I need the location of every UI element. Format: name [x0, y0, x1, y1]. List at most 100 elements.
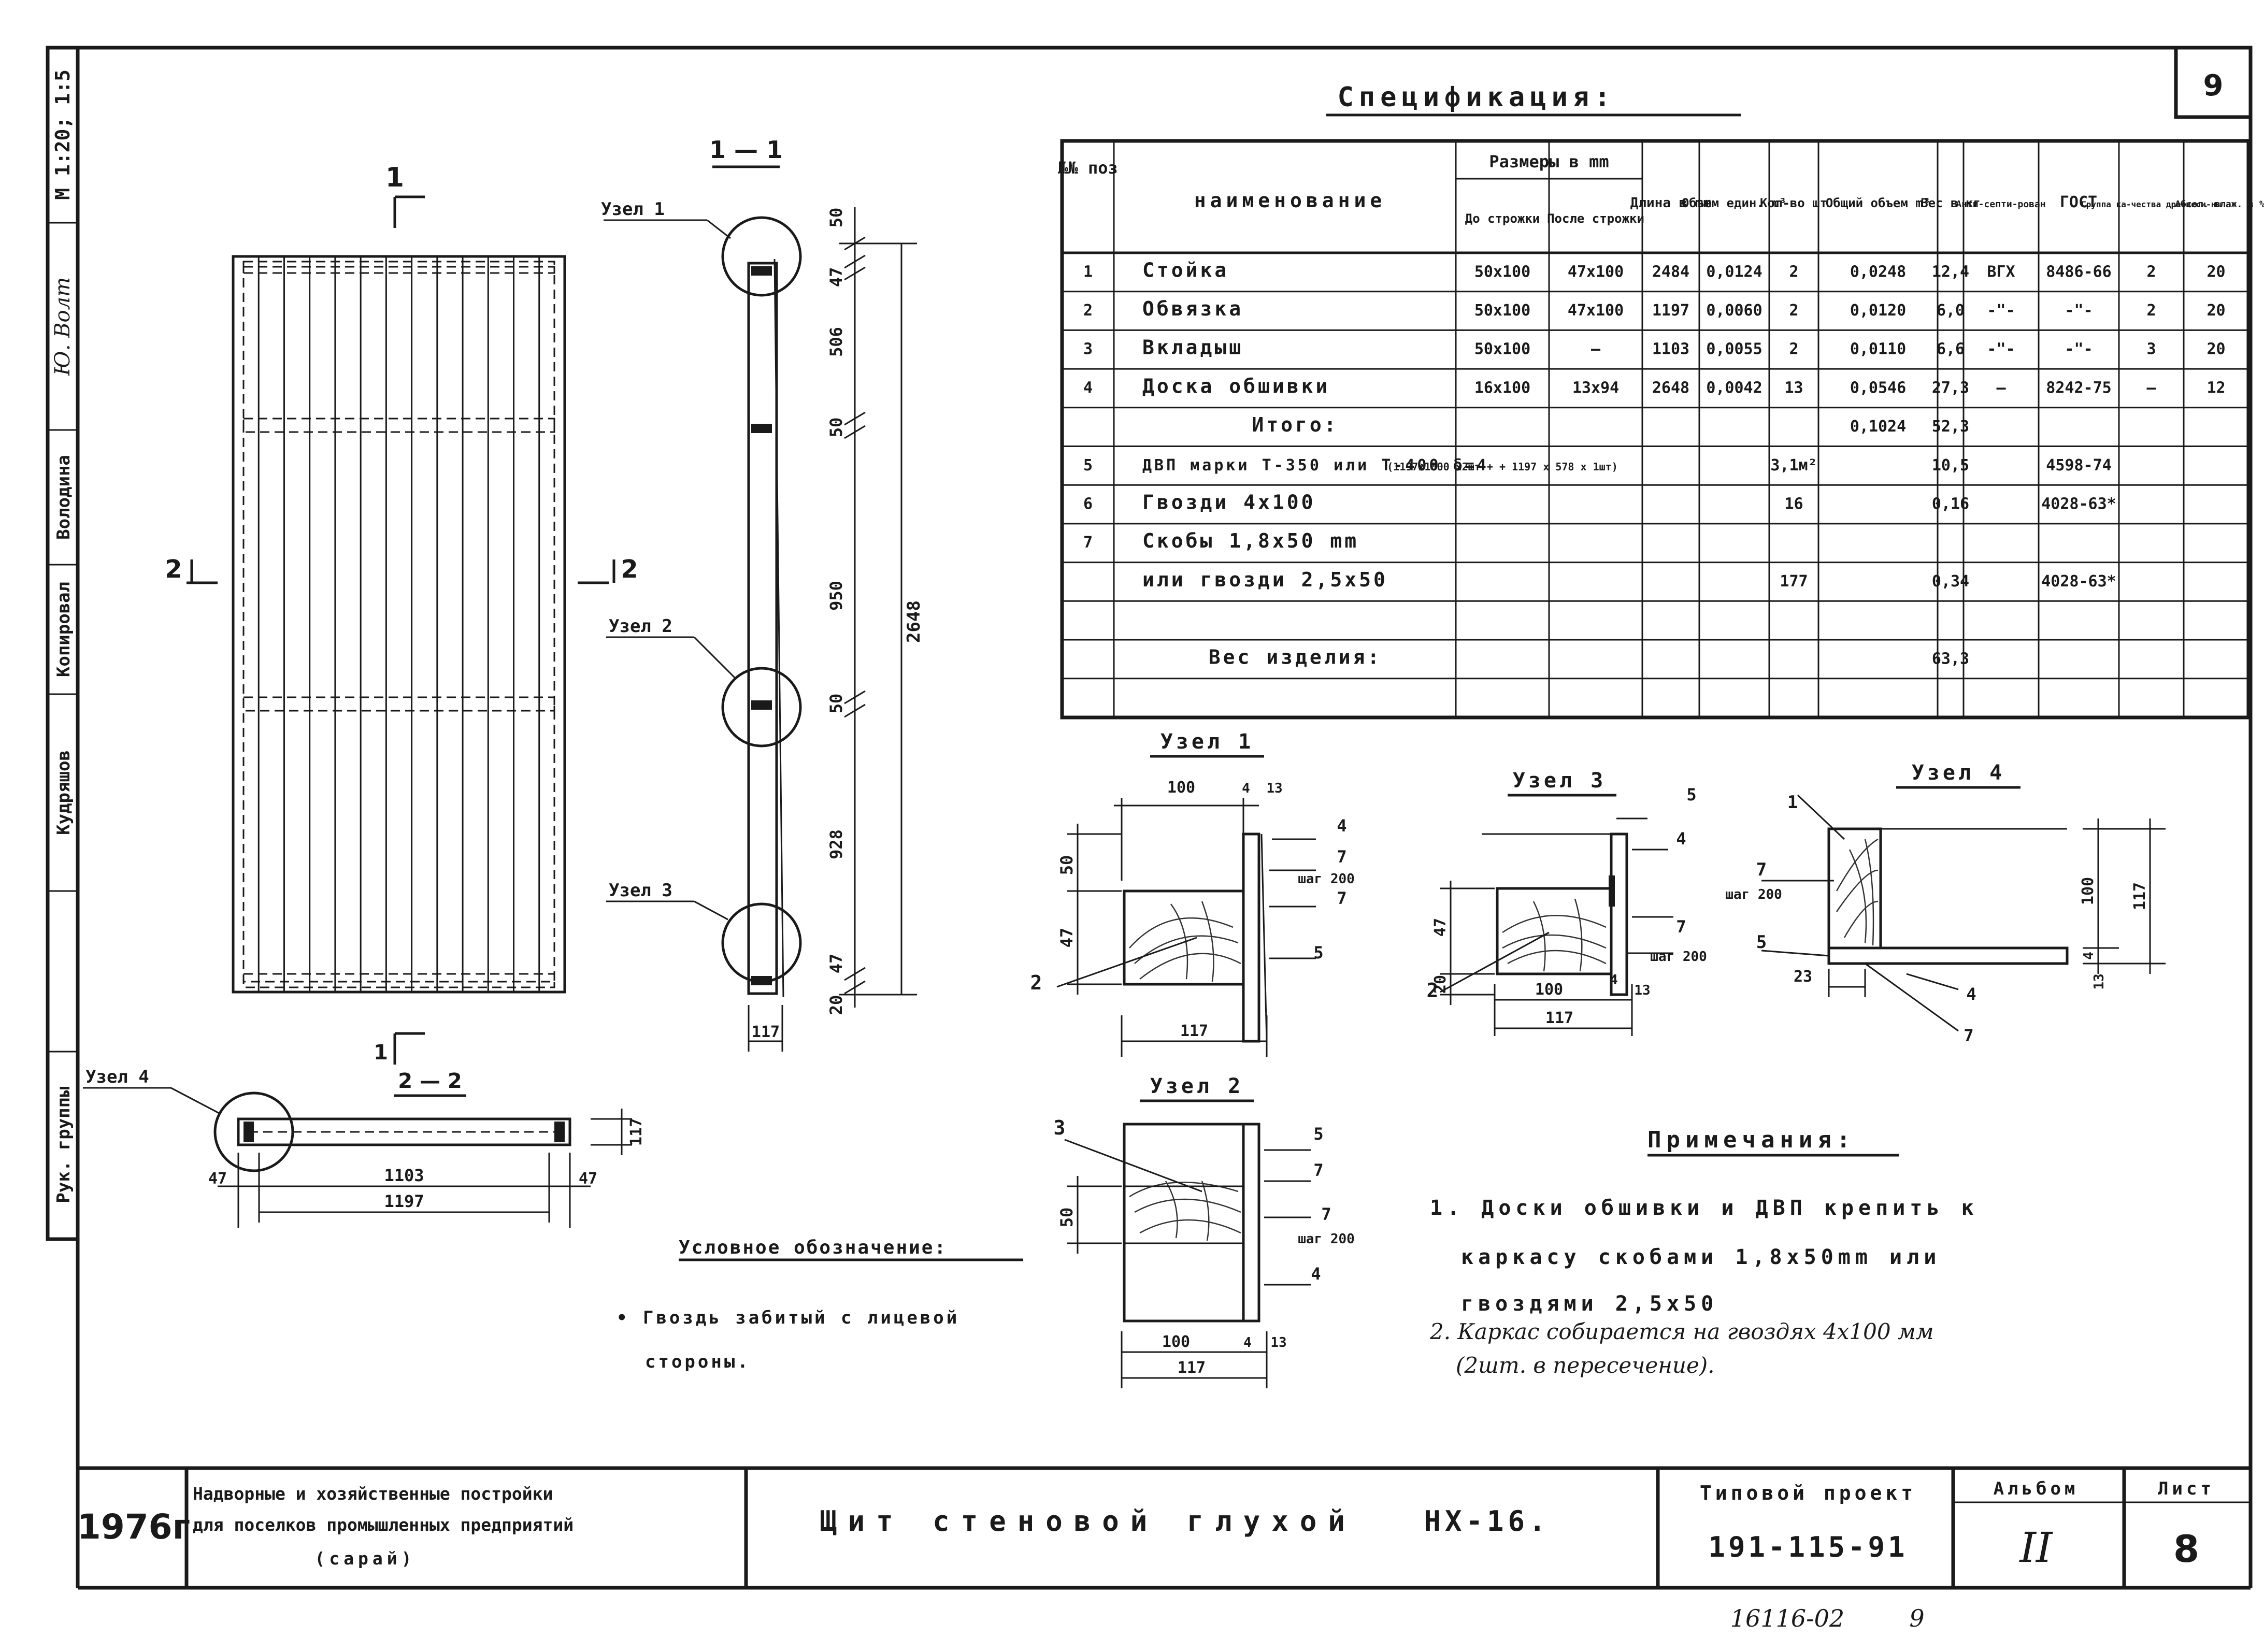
title-sheet-label: Лист: [2158, 1478, 2215, 1499]
node-3-label: Узел 3: [609, 880, 672, 901]
node1-d100: 100: [1167, 779, 1195, 797]
spec-cell-name: Обвязка: [1142, 297, 1243, 320]
title-typical-number: 191-115-91: [1708, 1531, 1908, 1563]
spec-cell-weight: 10,5: [1932, 456, 1969, 475]
spec-cell-total-volume: 0,0248: [1850, 263, 1906, 281]
spec-cell-group: 2: [2146, 263, 2156, 281]
section-1-1-title: 1 — 1: [709, 136, 783, 164]
dim-vertical-label: 50: [826, 418, 846, 438]
node3-d117: 117: [1545, 1009, 1573, 1027]
spec-cell-qty: 13: [1784, 379, 1803, 397]
node-4-labels: 1 7 шаг 200 5 23 4 7 100 117 4 13: [1725, 792, 2149, 1045]
node-3-title: Узел 3: [1513, 769, 1607, 793]
title-item-code: НХ-16.: [1424, 1505, 1550, 1538]
title-sheet-value: 8: [2173, 1527, 2199, 1571]
spec-cell-gost: 4598-74: [2046, 456, 2111, 475]
notes-title: Примечания:: [1647, 1127, 1855, 1153]
spec-cell-gost: 8242-75: [2046, 379, 2111, 397]
spec-cell-antiseptic: -"-: [1987, 301, 2015, 320]
title-project-line-3: (сарай): [314, 1548, 415, 1569]
spec-cell-before: (1197х1000 х2шт + + 1197 х 578 х 1шт): [1387, 461, 1618, 473]
header-gost: ГОСТ: [2060, 193, 2097, 211]
node-2-detail: [1064, 1123, 1311, 1388]
spec-cell-group: —: [2146, 379, 2156, 397]
spec-cell-length: 1103: [1652, 340, 1689, 358]
node2-p4: 4: [1311, 1264, 1321, 1284]
header-unit-volume: Объем един. m³: [1682, 196, 1786, 210]
node4-p1: 1: [1787, 792, 1798, 813]
node-4-detail: [1761, 794, 2166, 1032]
header-antiseptic: Анти-септи-рован: [1956, 199, 2045, 210]
spec-cell-qty: 3,1м²: [1770, 456, 1817, 475]
note-1-line-2: каркасу скобами 1,8х50mm или: [1461, 1245, 1941, 1269]
header-weight: Вес в кг: [1921, 196, 1981, 210]
node4-d13: 13: [2091, 973, 2107, 989]
header-sizes: Размеры в mm: [1489, 152, 1609, 171]
header-moisture: Абсол. влаж. в %: [2175, 199, 2264, 210]
spec-cell-name: ДВП марки Т-350 или Т-400 δ=4: [1142, 456, 1489, 475]
spec-cell-name: или гвозди 2,5х50: [1142, 568, 1388, 591]
dim-vertical-label: 47: [826, 954, 846, 974]
node-4-label: Узел 4: [85, 1067, 149, 1087]
node1-d47: 47: [1057, 928, 1077, 948]
node4-step: шаг 200: [1725, 887, 1782, 902]
node-3-labels: 5 4 7 шаг 200 47 20 2 100 4 13 117: [1427, 785, 1707, 1027]
node-1-labels: 100 4 13 50 47 117 4 7 шаг 200 7 5 2: [1030, 779, 1355, 1040]
spec-cell-before: 50х100: [1474, 340, 1530, 358]
dim-vertical-label: 950: [826, 581, 846, 611]
node3-d20: 20: [1431, 975, 1450, 994]
header-name: наименование: [1194, 189, 1386, 212]
stamp-scale: М 1:20; 1:5: [51, 69, 74, 200]
node1-p5: 5: [1313, 943, 1323, 963]
node4-p7: 7: [1756, 859, 1767, 880]
node1-d50: 50: [1057, 855, 1077, 875]
dim-117-section: 117: [627, 1118, 646, 1146]
spec-cell-name: Скобы 1,8х50 mm: [1142, 529, 1359, 552]
spec-cell-moisture: 20: [2206, 263, 2225, 281]
spec-cell-weight: 27,3: [1932, 379, 1969, 397]
node2-d117: 117: [1178, 1359, 1206, 1377]
spec-cell-gost: 8486-66: [2046, 263, 2111, 281]
spec-cell-gost: 4028-63*: [2041, 495, 2116, 513]
left-stamp: М 1:20; 1:5 Ю. Волт Володина Копировал К…: [46, 46, 80, 1241]
node1-d117: 117: [1180, 1022, 1208, 1040]
spec-cell-qty: 16: [1784, 495, 1803, 513]
spec-cell-weight: 6,6: [1937, 340, 1965, 358]
section-mark-1-bottom: 1: [374, 1041, 388, 1065]
spec-cell-name: Гвозди 4х100: [1142, 491, 1316, 514]
note-1-line-3: гвоздями 2,5х50: [1461, 1292, 1718, 1316]
node1-p2: 2: [1030, 971, 1042, 994]
section-mark-2-left: 2: [165, 555, 182, 584]
header-group: Группа ка-чества дре-веси-ны: [2081, 199, 2221, 209]
section-2-2-title: 2 — 2: [398, 1069, 462, 1093]
node3-p4: 4: [1676, 829, 1686, 849]
spec-cell-moisture: 20: [2206, 340, 2225, 358]
spec-cell-group: 3: [2146, 340, 2156, 358]
node-2-title: Узел 2: [1150, 1074, 1244, 1098]
dim-vertical-label: 506: [826, 327, 846, 357]
dim-vertical-label: 20: [826, 995, 846, 1015]
spec-header: №№ поз наименование Размеры в mm До стро…: [1058, 152, 2264, 226]
node2-step: шаг 200: [1298, 1231, 1355, 1247]
dim-vertical-label: 928: [826, 829, 846, 859]
node3-d4: 4: [1610, 972, 1618, 988]
node2-d50: 50: [1057, 1208, 1077, 1228]
spec-cell-name: Стойка: [1142, 258, 1229, 281]
spec-cell-total-volume: 0,0120: [1850, 301, 1906, 320]
spec-cell-before: 50х100: [1474, 263, 1530, 281]
dim-47-left: 47: [208, 1170, 227, 1188]
legend-title: Условное обозначение:: [679, 1237, 947, 1258]
node2-p7a: 7: [1313, 1160, 1323, 1180]
spec-cell-num: 4: [1083, 379, 1093, 397]
node3-d47: 47: [1431, 918, 1450, 937]
spec-cell-num: 1: [1083, 263, 1093, 281]
node2-d100: 100: [1162, 1333, 1190, 1351]
node3-step-a: шаг 200: [1650, 949, 1707, 965]
spec-cell-total-volume: 0,0546: [1850, 379, 1906, 397]
spec-cell-moisture: 20: [2206, 301, 2225, 320]
spec-cell-weight: 0,16: [1932, 495, 1969, 513]
node3-p5: 5: [1686, 785, 1696, 805]
spec-cell-gost: 4028-63*: [2041, 572, 2116, 591]
